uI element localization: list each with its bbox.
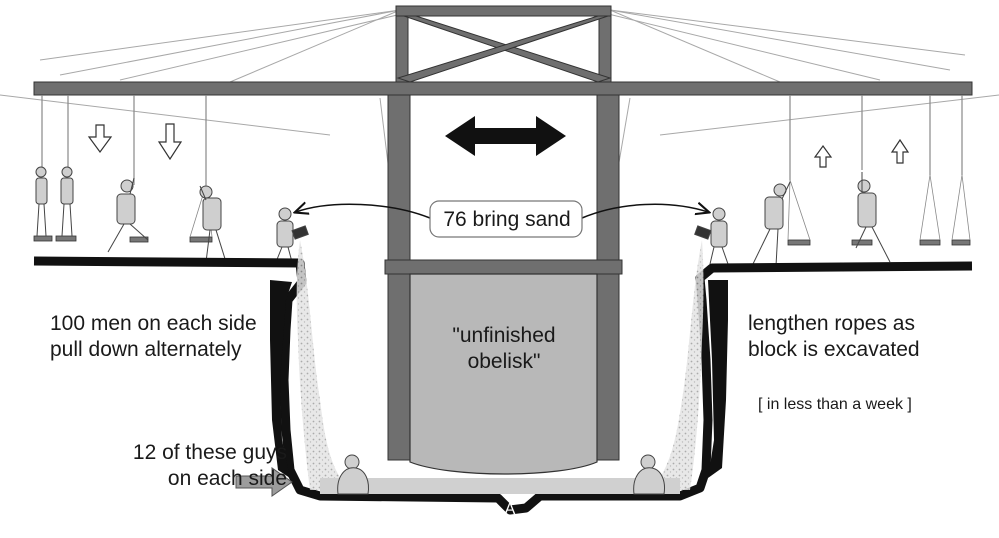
pit-wall-shadow [270,280,292,478]
right-ropes [789,95,963,180]
left-note: 100 men on each side pull down alternate… [50,312,257,362]
bring-sand-label: 76 bring sand [443,208,571,231]
block-crossbar [384,259,623,275]
worker-figure [199,185,227,263]
worker-figure [107,177,149,253]
sand-stream-right [650,240,704,490]
pointer-right-arrow [581,204,708,219]
worker-figure [855,172,891,263]
bring-sand-box [429,200,583,238]
point-a-label: A [504,501,516,518]
pointer-left-arrow [296,204,431,219]
left-ropes [41,95,207,185]
obelisk-label: "unfinished obelisk" [452,324,556,374]
right-note: lengthen ropes as block is excavated [748,312,920,362]
rigging-lines [0,9,999,263]
time-note: [ in less than a week ] [758,396,912,413]
worker-figure [35,166,48,237]
worker-figure [60,166,74,237]
crouching-workers [337,454,665,495]
sand-stream-left [296,240,350,490]
main-beam [33,81,973,96]
pit-wall-shadow [708,280,728,478]
ground-pit-outline [33,256,973,515]
guys-note: 12 of these guys on each side [132,441,287,491]
workers [35,166,891,267]
worker-figure [751,181,791,267]
obelisk-block [409,273,598,475]
double-arrow-icon [445,116,566,156]
sand-bearer-figure [275,207,309,263]
top-frame [395,5,612,89]
sand-bearer-figure [694,207,729,265]
up-arrow-icon [813,138,910,168]
sand-floor [320,478,680,494]
down-arrow-icon [87,123,183,161]
vertical-posts [387,94,620,461]
right-arrow-icon [235,467,293,497]
